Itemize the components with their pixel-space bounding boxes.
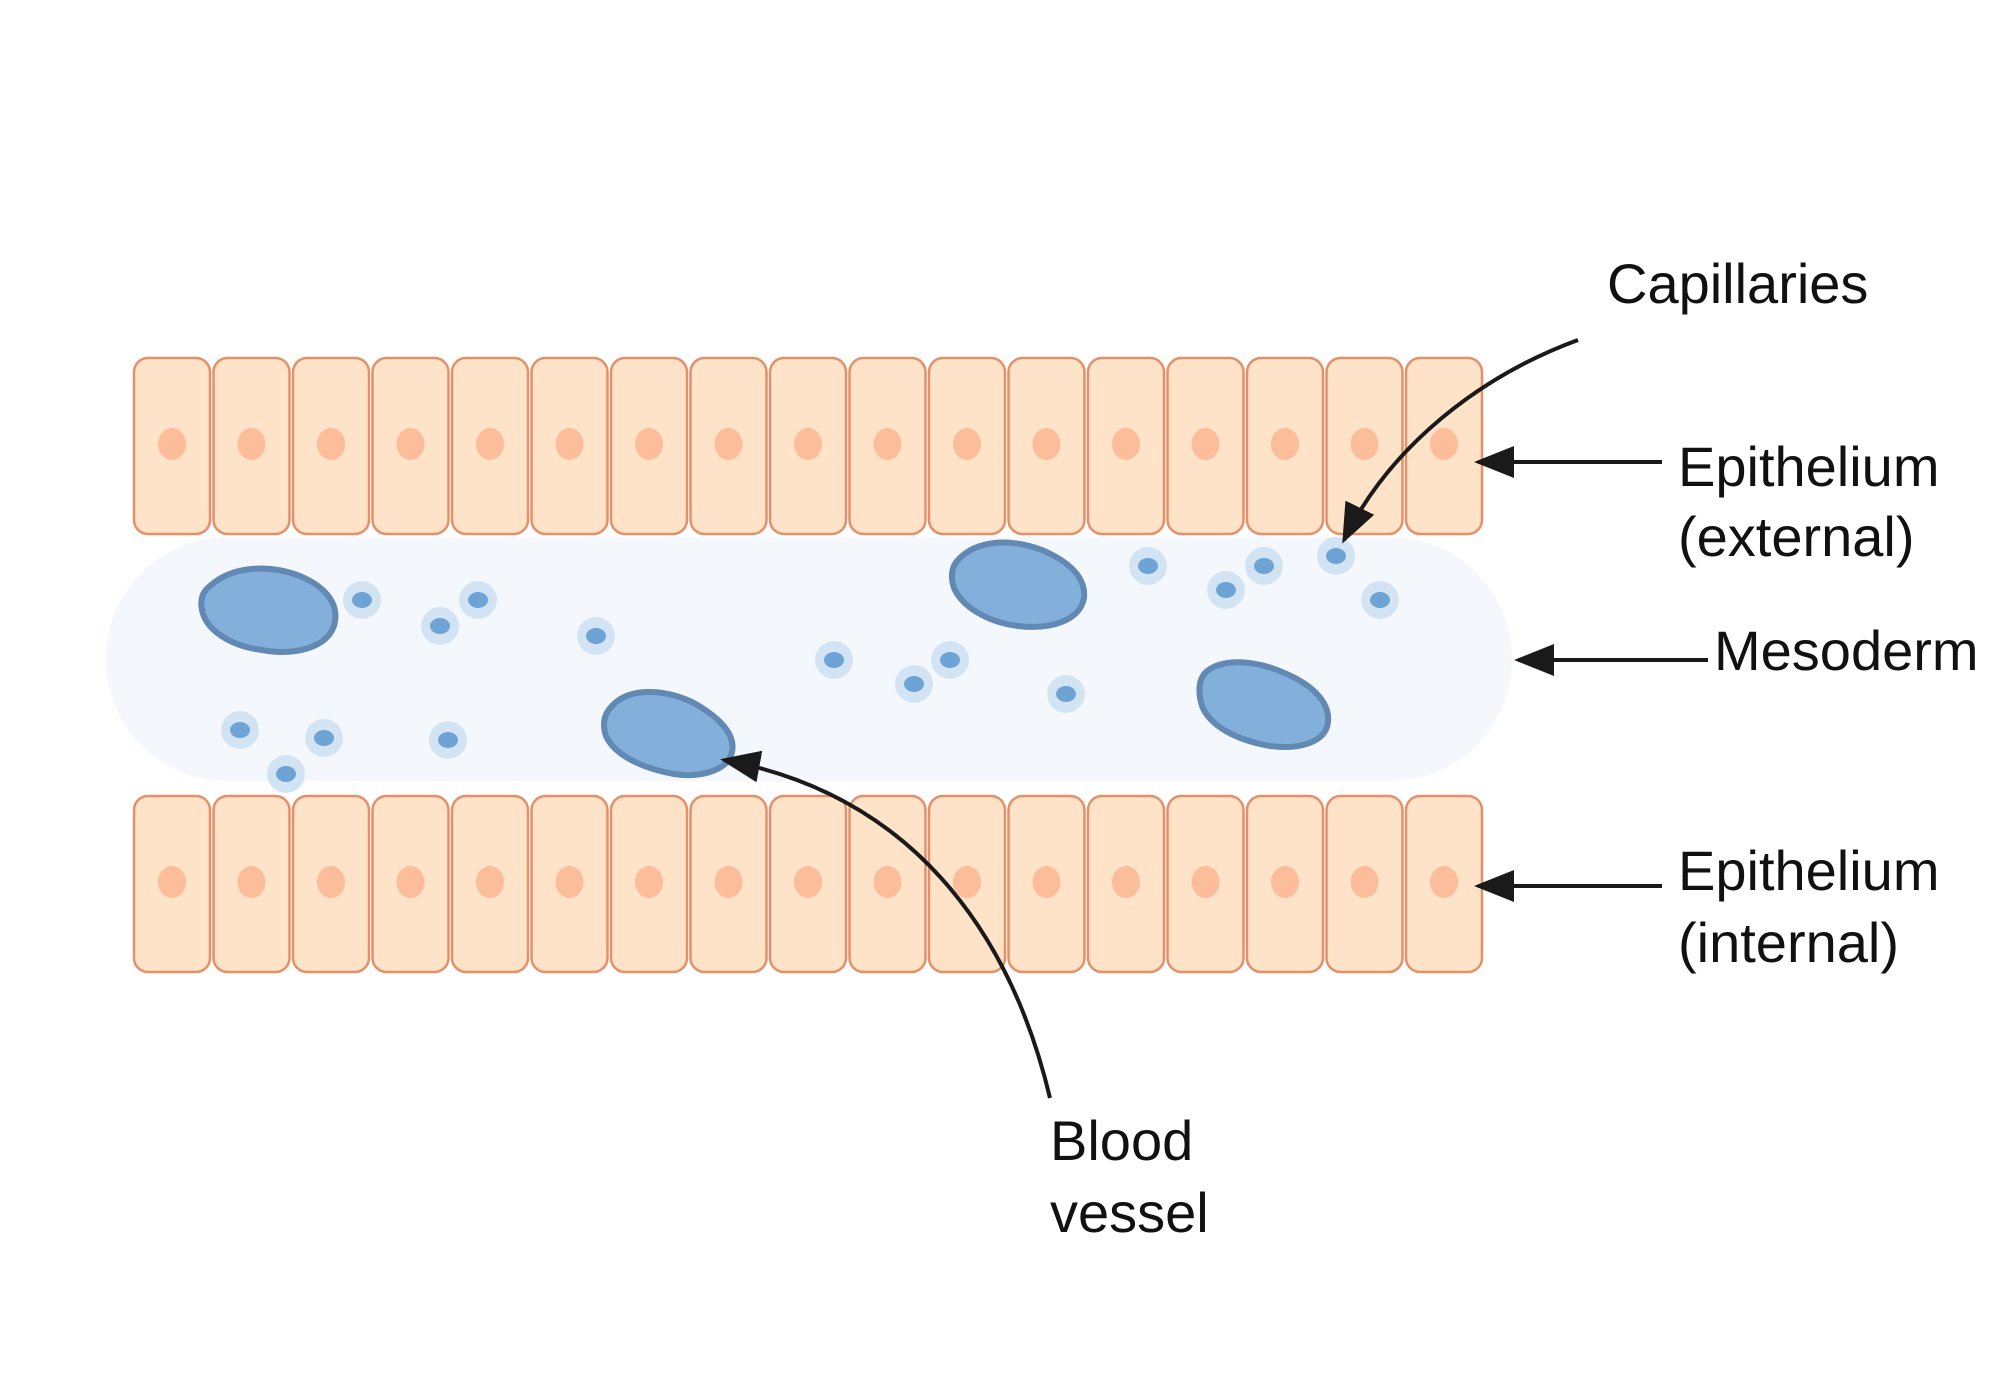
blood-vessel-label-line2: vessel — [1050, 1181, 1209, 1244]
epithelial-cell-icon — [848, 356, 927, 536]
epithelial-cell-icon — [132, 794, 212, 974]
capillary-icon — [1361, 581, 1399, 619]
capillary-icon — [815, 641, 853, 679]
capillary-icon — [1245, 547, 1283, 585]
capillaries-label: Capillaries — [1607, 252, 1868, 315]
epithelium-external-label-line2: (external) — [1678, 505, 1915, 568]
capillary-icon — [577, 617, 615, 655]
capillary-icon — [305, 719, 343, 757]
epithelial-cell-icon — [450, 794, 530, 974]
capillary-icon — [429, 721, 467, 759]
capillary-icon — [459, 581, 497, 619]
blood-vessel-icon — [601, 689, 736, 778]
blood-vessel-icon — [198, 565, 339, 655]
capillary-icon — [1047, 675, 1085, 713]
blood-vessel-label-line1: Blood — [1050, 1109, 1193, 1172]
epithelial-cell-icon — [1325, 794, 1404, 974]
epithelial-cell-icon — [689, 794, 768, 974]
epithelial-cell-icon — [768, 356, 848, 536]
epithelial-cell-icon — [1007, 356, 1086, 536]
epithelial-cell-icon — [1404, 794, 1484, 974]
blood-vessel-icon — [1196, 659, 1332, 750]
epithelial-cell-icon — [1086, 356, 1166, 536]
epithelial-cell-icon — [212, 794, 291, 974]
epithelial-cell-icon — [848, 794, 927, 974]
blood-vessel-arrow — [720, 750, 1052, 1099]
epithelial-cell-icon — [450, 356, 530, 536]
capillary-icon — [221, 711, 259, 749]
capillary-icon — [895, 665, 933, 703]
epithelial-cell-icon — [291, 356, 371, 536]
epithelial-cell-icon — [1245, 356, 1325, 536]
epithelial-cell-icon — [1245, 794, 1325, 974]
epithelial-cell-icon — [1166, 794, 1245, 974]
epithelial-cell-icon — [371, 356, 450, 536]
label-arrows — [720, 338, 1708, 1099]
capillary-icon — [343, 581, 381, 619]
epithelial-cell-icon — [1007, 794, 1086, 974]
epithelial-cell-icon — [212, 356, 291, 536]
epithelial-cell-icon — [1325, 356, 1404, 536]
mesoderm-label: Mesoderm — [1714, 619, 1979, 682]
epithelium-internal-layer — [132, 794, 1484, 974]
epithelial-cell-icon — [609, 794, 689, 974]
epithelial-cell-icon — [132, 356, 212, 536]
epithelial-cell-icon — [689, 356, 768, 536]
epithelial-cell-icon — [1166, 356, 1245, 536]
capillaries-group — [221, 537, 1399, 793]
mesoderm-layer — [106, 537, 1512, 781]
epithelial-cell-icon — [927, 794, 1007, 974]
epithelial-cell-icon — [768, 794, 848, 974]
blood-vessels-group — [198, 539, 1332, 778]
epithelial-cell-icon — [609, 356, 689, 536]
capillary-icon — [267, 755, 305, 793]
blood-vessel-icon — [948, 539, 1088, 630]
epithelial-cell-icon — [291, 794, 371, 974]
capillary-icon — [1317, 537, 1355, 575]
epithelial-cell-icon — [1086, 794, 1166, 974]
epithelium-internal-label-line2: (internal) — [1678, 911, 1899, 974]
epithelial-cell-icon — [927, 356, 1007, 536]
epithelial-cell-icon — [530, 794, 609, 974]
capillaries-arrow — [1342, 338, 1579, 544]
epithelium-external-layer — [132, 356, 1484, 536]
capillary-icon — [1129, 547, 1167, 585]
capillary-icon — [421, 607, 459, 645]
capillary-icon — [931, 641, 969, 679]
epithelium-internal-label-line1: Epithelium — [1678, 839, 1939, 902]
epithelial-cell-icon — [371, 794, 450, 974]
epithelial-cell-icon — [1404, 356, 1484, 536]
epithelium-external-label-line1: Epithelium — [1678, 435, 1939, 498]
capillary-icon — [1207, 571, 1245, 609]
epithelial-cell-icon — [530, 356, 609, 536]
